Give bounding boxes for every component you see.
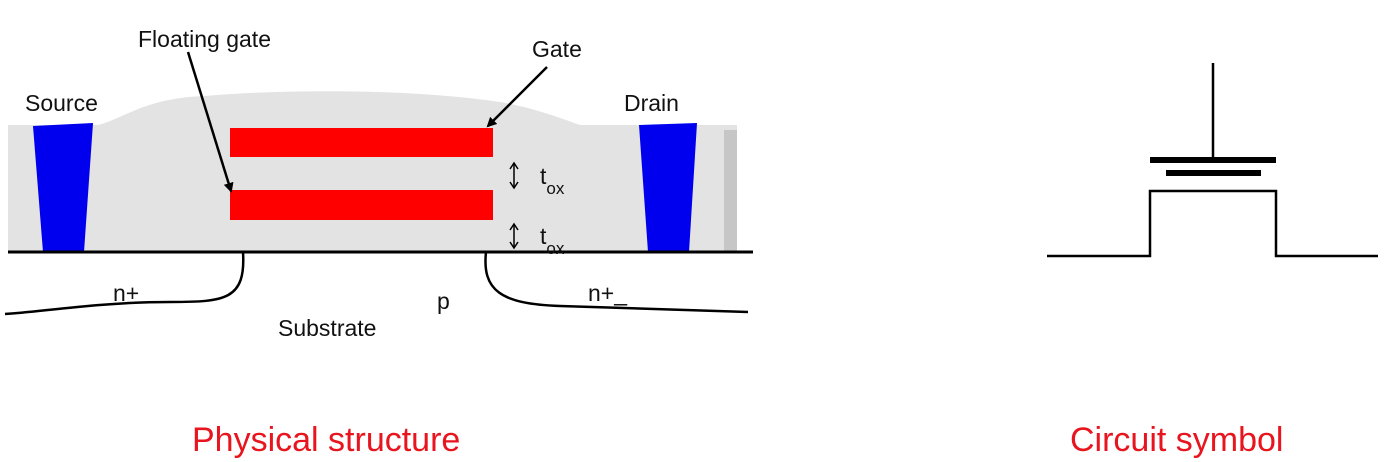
floating-gate-pointer-arrow [186, 51, 234, 193]
tox-upper-subscript: ox [546, 179, 564, 198]
gate-pointer-arrow [486, 66, 548, 128]
circuit-symbol-caption: Circuit symbol [1070, 421, 1283, 459]
tox-upper-t: t [540, 163, 547, 189]
tox-upper-marker [509, 161, 519, 190]
substrate-type-label: p [437, 288, 450, 314]
source-contact [33, 123, 93, 252]
drain-contact [639, 123, 697, 252]
source-junction-boundary [4, 251, 245, 316]
tox-lower-subscript: ox [546, 239, 564, 258]
tox-upper-label: tox [540, 163, 565, 198]
floating-gate-plate [230, 190, 493, 220]
tox-lower-t: t [540, 223, 547, 249]
drain-label: Drain [624, 90, 679, 116]
tox-lower-marker [509, 222, 519, 250]
floating-gate-label: Floating gate [138, 26, 271, 52]
oxide-side-shade [724, 130, 737, 252]
physical-structure-caption: Physical structure [192, 421, 460, 459]
control-gate-plate [230, 128, 493, 157]
drain-junction-boundary [484, 251, 749, 314]
source-label: Source [25, 90, 98, 116]
tox-lower-label: tox [540, 223, 565, 258]
physical-structure: Floating gate Gate Source Drain tox tox … [4, 26, 753, 459]
gate-label: Gate [532, 36, 582, 62]
substrate-label: Substrate [278, 315, 376, 341]
oxide-layer [8, 91, 737, 252]
source-region-label: n+ [113, 280, 139, 306]
drain-region-label: n+_ [588, 280, 628, 306]
circuit-symbol: Circuit symbol [1047, 63, 1378, 459]
channel-line [1047, 189, 1378, 258]
